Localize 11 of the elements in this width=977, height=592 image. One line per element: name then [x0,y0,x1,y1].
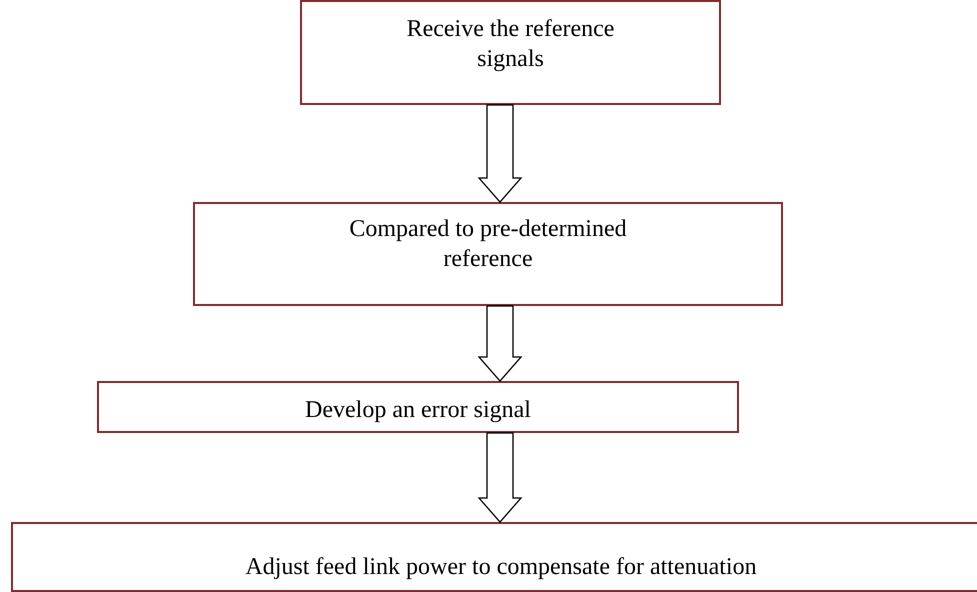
block-arrow [478,104,522,203]
process-box [193,202,783,306]
step-text: Receive the reference signals [406,15,616,74]
block-arrow [478,432,522,523]
process-box [97,381,739,433]
step-text: Adjust feed link power to compensate for attenuation [244,553,758,582]
process-box [300,0,721,105]
process-box [11,522,977,592]
step-text: Compared to pre-determined reference [348,215,628,274]
block-arrow [478,305,522,382]
step-text: Develop an error signal [304,396,532,425]
